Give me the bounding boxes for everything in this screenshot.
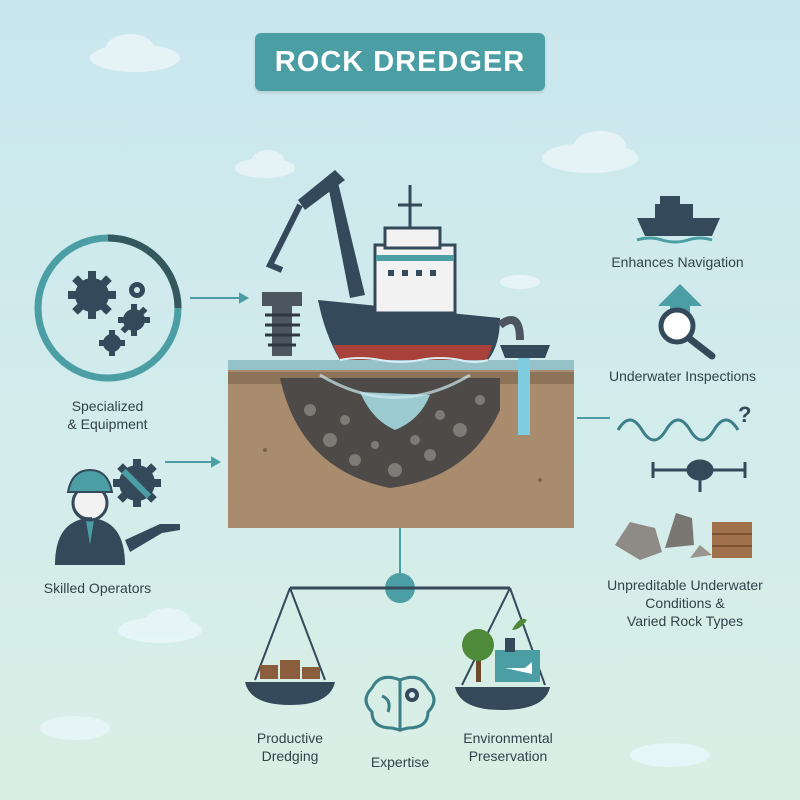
brain-gear-small <box>405 688 419 702</box>
label-enhances-navigation: Enhances Navigation <box>611 254 744 270</box>
label-environmental-line1: Environmental <box>463 730 553 746</box>
label-specialized-line1: Specialized <box>71 398 144 414</box>
label-underwater-inspections: Underwater Inspections <box>608 368 757 384</box>
label-specialized-line2: & Equipment <box>67 416 148 432</box>
label-productive-dredging: Productive Dredging <box>230 729 350 765</box>
label-expertise: Expertise <box>370 754 430 770</box>
brain-gear-icon <box>364 675 436 732</box>
label-specialized: Specialized & Equipment <box>20 397 195 433</box>
label-conditions: Unpreditable Underwater Conditions & Var… <box>580 576 790 630</box>
magnifier-icon <box>658 284 716 360</box>
wave-icon: ? <box>616 402 751 442</box>
wrench-gear-icon <box>113 459 161 507</box>
label-environmental-preservation: Environmental Preservation <box>438 729 578 765</box>
label-conditions-line3: Varied Rock Types <box>626 613 744 629</box>
rocks-icon <box>615 513 752 560</box>
page-title: ROCK DREDGER <box>274 45 526 78</box>
dredger-ship-icon <box>262 170 550 363</box>
label-skilled-operators: Skilled Operators <box>43 580 152 596</box>
label-conditions-line2: Conditions & <box>645 595 725 611</box>
balance-scale <box>245 573 550 710</box>
tree-factory-icon <box>462 618 540 682</box>
clouds <box>40 34 710 767</box>
gear-cluster-icon <box>34 234 182 382</box>
ship-icon <box>636 196 720 244</box>
title-banner: ROCK DREDGER <box>255 33 545 91</box>
label-environmental-line2: Preservation <box>468 748 548 764</box>
seabed-section <box>228 345 574 528</box>
operator-icon <box>55 468 180 565</box>
label-conditions-line1: Unpreditable Underwater <box>607 577 763 593</box>
question-mark: ? <box>738 402 751 427</box>
label-productive-line1: Productive <box>256 730 324 746</box>
label-productive-line2: Dredging <box>261 748 319 764</box>
drone-icon <box>651 459 747 492</box>
